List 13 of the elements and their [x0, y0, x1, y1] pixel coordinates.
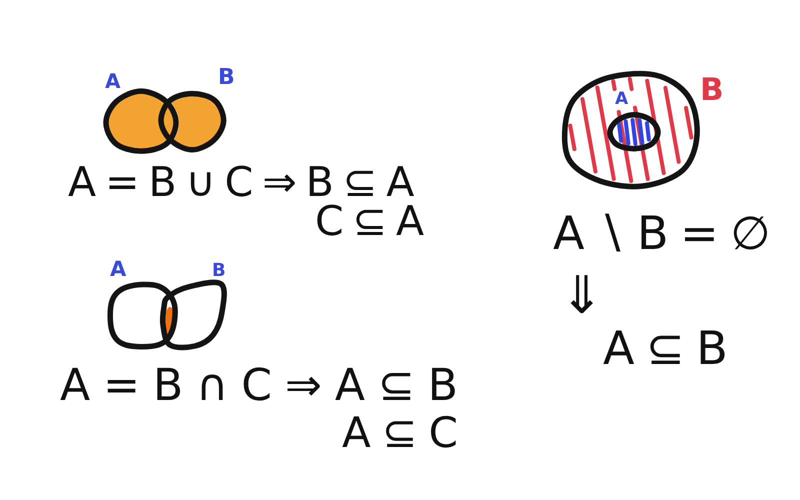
implication-symbol: ⇓: [560, 270, 604, 322]
set-label: B: [700, 75, 724, 106]
formula: A ∖ B = ∅: [553, 210, 770, 256]
formula: A ⊆ C: [342, 412, 458, 454]
set-label: A: [105, 70, 120, 91]
formula: C ⊆ A: [315, 201, 424, 242]
set-label: B: [212, 262, 226, 280]
formula: A = B ∪ C ⇒ B ⊆ A: [68, 162, 414, 204]
formula: A = B ∩ C ⇒ A ⊆ B: [60, 364, 458, 408]
set-label: A: [615, 91, 628, 108]
set-label: A: [110, 258, 126, 280]
set-label: B: [218, 67, 235, 90]
formula: A ⊆ B: [603, 324, 728, 371]
